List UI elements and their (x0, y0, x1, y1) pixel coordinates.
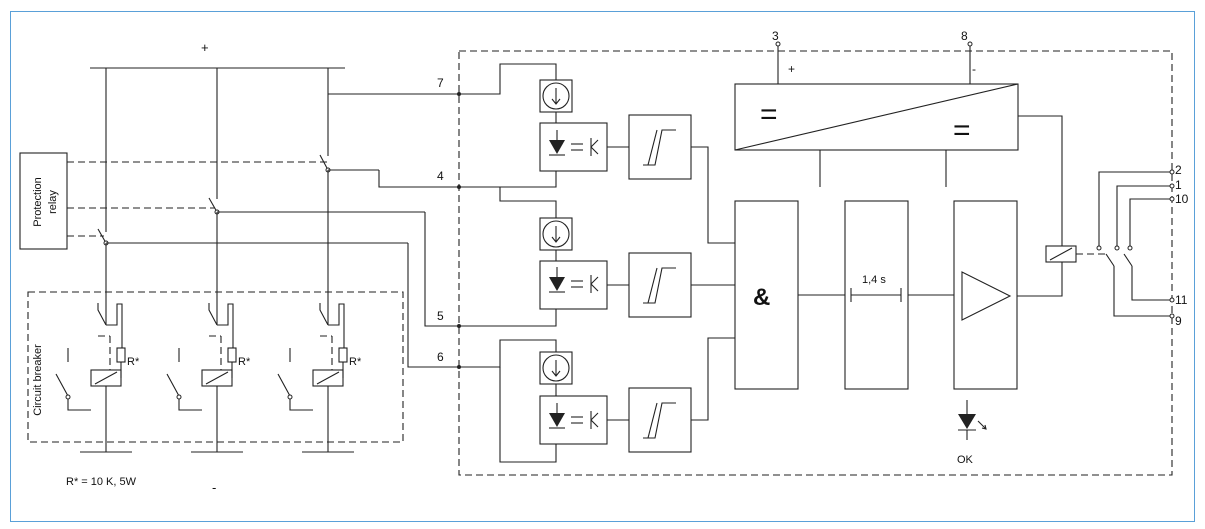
terminal-7: 7 (437, 76, 444, 90)
device-enclosure (458, 50, 1173, 476)
protection-relay: Protection relay (19, 152, 330, 250)
dc-dc-converter: = = 3 8 + - (734, 29, 1063, 246)
input-channel-1 (459, 63, 735, 244)
input-channel-2 (459, 187, 735, 327)
and-gate-symbol: & (753, 284, 770, 311)
circuit-breaker-label: Circuit breaker (32, 344, 44, 416)
terminal-5: 5 (437, 309, 444, 323)
converter-output-symbol: = (953, 114, 971, 147)
relay-contact-3 (319, 154, 379, 325)
terminal-10: 10 (1175, 192, 1189, 206)
terminal-9: 9 (1175, 314, 1182, 328)
terminal-11: 11 (1175, 293, 1188, 307)
amplifier-block (953, 200, 1063, 390)
ok-led: OK (957, 400, 987, 466)
time-delay-block: 1,4 s (844, 200, 954, 390)
output-relay: 2 1 10 11 9 (1045, 163, 1189, 328)
supply-minus-label: - (212, 480, 216, 495)
breaker-unit-3: R* (277, 303, 362, 453)
terminal-6: 6 (437, 350, 444, 364)
terminal-3: 3 (772, 29, 779, 43)
terminal-1: 1 (1175, 178, 1182, 192)
resistor-note: R* = 10 K, 5W (66, 476, 137, 488)
relay-contact-1 (97, 228, 408, 325)
supply-bus: + (90, 40, 345, 232)
relay-contact-2 (208, 197, 425, 325)
resistor-label-1: R* (127, 356, 140, 368)
terminal-8: 8 (961, 29, 968, 43)
breaker-unit-1: R* (55, 303, 140, 453)
resistor-label-2: R* (238, 356, 251, 368)
protection-relay-label-2: relay (47, 190, 59, 214)
diagram-border (10, 11, 1195, 522)
converter-input-symbol: = (760, 98, 778, 131)
delay-label: 1,4 s (862, 274, 886, 286)
supply-plus-label: + (201, 40, 209, 55)
ok-label: OK (957, 454, 974, 466)
converter-minus-label: - (972, 62, 976, 76)
and-gate: & (734, 200, 845, 390)
input-wiring: 7 4 5 6 (328, 76, 461, 369)
circuit-breaker: Circuit breaker (27, 291, 404, 443)
resistor-label-3: R* (349, 356, 362, 368)
terminal-2: 2 (1175, 163, 1182, 177)
converter-plus-label: + (788, 62, 795, 76)
terminal-4: 4 (437, 169, 444, 183)
input-channel-3 (459, 337, 735, 463)
protection-relay-label-1: Protection (32, 177, 44, 227)
breaker-unit-2: R* (166, 303, 251, 453)
